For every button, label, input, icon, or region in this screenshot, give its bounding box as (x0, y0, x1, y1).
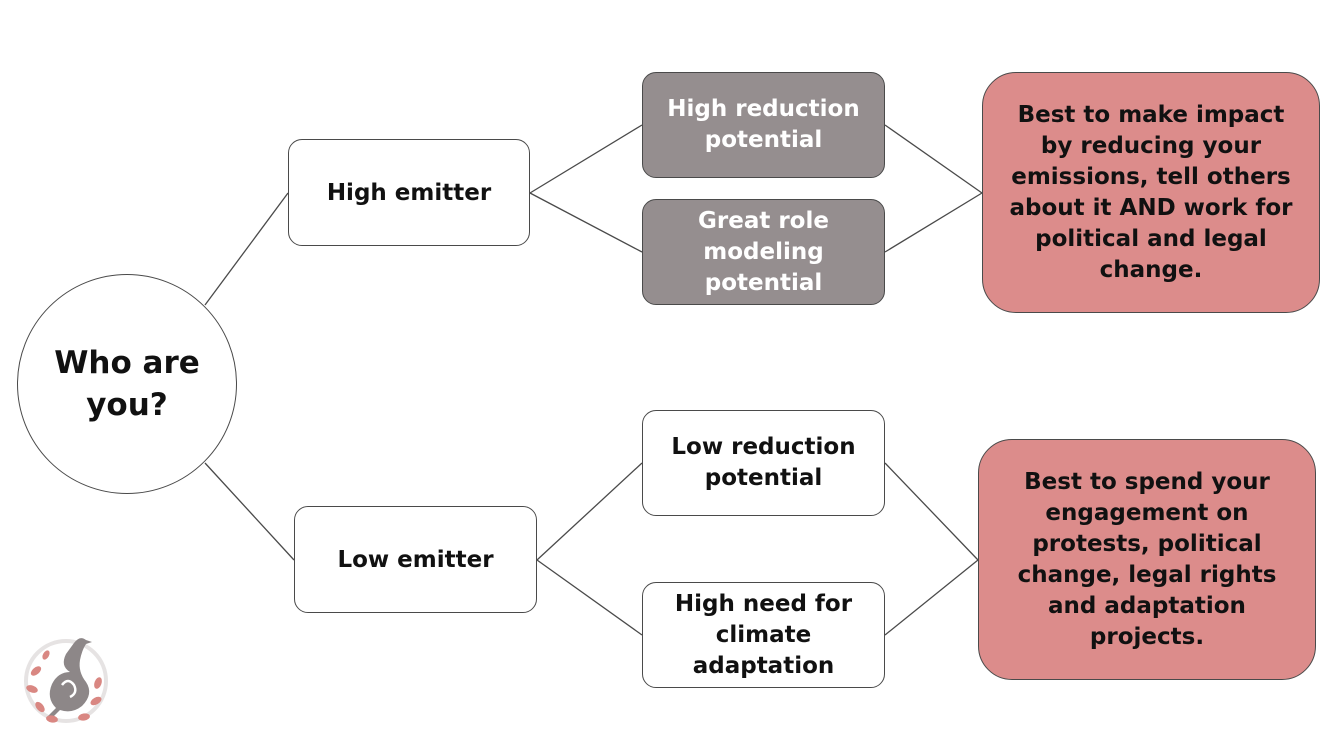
connector-root-low (204, 462, 295, 561)
low-reduction-potential-node: Low reduction potential (642, 410, 885, 516)
connector-low-reduction (536, 462, 643, 561)
connector-root-high (204, 192, 289, 306)
conclusion-high-emitter: Best to make impact by reducing your emi… (982, 72, 1320, 313)
connector-high-reduction (529, 124, 643, 194)
high-emitter-node: High emitter (288, 139, 530, 246)
low-emitter-node: Low emitter (294, 506, 537, 613)
great-role-modeling-potential-node: Great role modeling potential (642, 199, 885, 305)
connector-high-rolemodel (529, 192, 643, 253)
connector-lowreduction-conclusion2 (884, 462, 979, 561)
connector-low-adaptation (536, 559, 643, 636)
crane-in-circle-icon (24, 638, 108, 723)
root-node: Who are you? (17, 274, 237, 494)
connector-reduction-conclusion1 (884, 124, 983, 194)
conclusion-low-emitter: Best to spend your engagement on protest… (978, 439, 1316, 680)
connector-adaptation-conclusion2 (884, 559, 979, 636)
high-need-climate-adaptation-node: High need for climate adaptation (642, 582, 885, 688)
connector-rolemodel-conclusion1 (884, 192, 983, 253)
high-reduction-potential-node: High reduction potential (642, 72, 885, 178)
